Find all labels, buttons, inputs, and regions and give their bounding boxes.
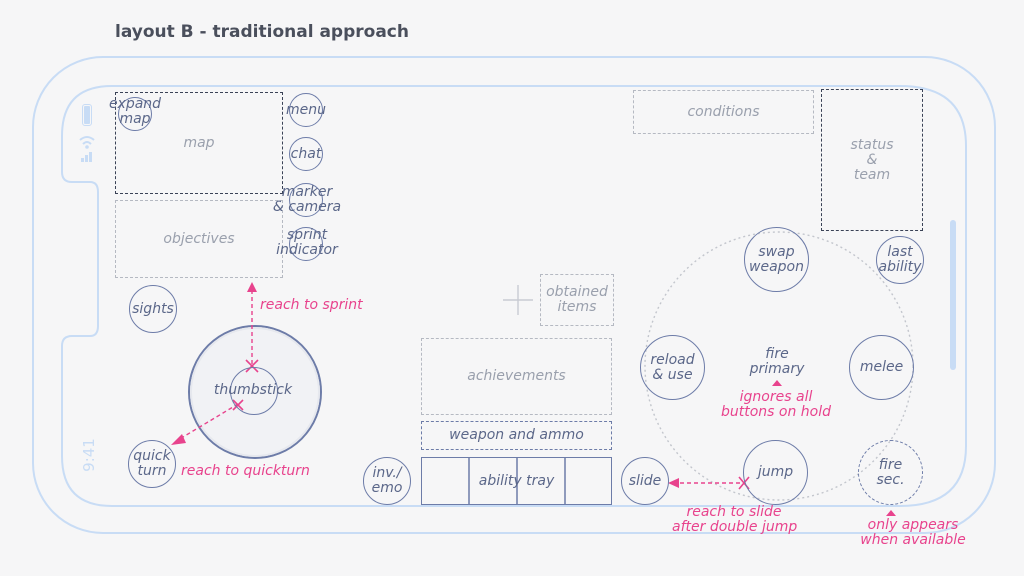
conditions-region: conditions xyxy=(633,90,814,134)
marker-camera-label: marker & camera xyxy=(272,184,342,215)
swap-weapon-button[interactable]: swap weapon xyxy=(744,227,809,292)
wifi-icon xyxy=(79,136,95,162)
fire-secondary-button[interactable]: fire sec. xyxy=(858,440,923,505)
melee-button[interactable]: melee xyxy=(849,335,914,400)
status-team-region[interactable]: status & team xyxy=(821,89,923,231)
thumbstick[interactable] xyxy=(230,367,278,415)
obtained-items-label: obtained items xyxy=(546,284,608,315)
jump-button[interactable]: jump xyxy=(743,440,808,505)
weapon-ammo-label: weapon and ammo xyxy=(449,427,584,443)
chat-button[interactable]: chat xyxy=(289,137,323,171)
reach-sprint-note: reach to sprint xyxy=(260,297,363,313)
menu-button[interactable]: menu xyxy=(286,93,326,127)
quick-turn-label: quick turn xyxy=(133,448,171,479)
inv-emo-label: inv./ emo xyxy=(371,465,403,496)
last-ability-button[interactable]: last ability xyxy=(876,236,924,284)
status-time: 9:41 xyxy=(80,438,98,472)
status-team-label: status & team xyxy=(850,136,894,183)
last-ability-label: last ability xyxy=(878,244,922,275)
achievements-label: achievements xyxy=(467,368,566,384)
thumbstick-label: thumbstick xyxy=(213,382,293,398)
map-region[interactable]: map xyxy=(115,92,283,194)
inv-emo-button[interactable]: inv./ emo xyxy=(363,457,411,505)
reach-quickturn-note: reach to quickturn xyxy=(181,463,310,479)
fire-primary-label: fire primary xyxy=(749,346,805,377)
map-label: map xyxy=(183,134,215,151)
slide-button[interactable]: slide xyxy=(621,457,669,505)
ability-tray[interactable]: ability tray xyxy=(421,457,612,505)
expand-map-label: expand map xyxy=(108,96,162,127)
chat-label: chat xyxy=(290,145,322,162)
battery-icon xyxy=(82,104,92,126)
sights-button[interactable]: sights xyxy=(129,285,177,333)
reload-use-label: reload & use xyxy=(650,351,695,383)
marker-camera-button[interactable] xyxy=(289,183,323,217)
conditions-label: conditions xyxy=(687,103,760,120)
slide-label: slide xyxy=(628,472,662,489)
objectives-label: objectives xyxy=(163,230,235,247)
only-appears-note: only appears when available xyxy=(860,517,966,548)
page-title: layout B - traditional approach xyxy=(115,22,409,42)
reach-slide-note: reach to slide after double jump xyxy=(672,504,798,535)
melee-label: melee xyxy=(859,359,904,375)
expand-map-button[interactable] xyxy=(118,97,152,131)
obtained-items-region: obtained items xyxy=(540,274,614,326)
reload-use-button[interactable]: reload & use xyxy=(640,335,705,400)
objectives-region: objectives xyxy=(115,200,283,278)
sights-label: sights xyxy=(132,300,174,317)
jump-label: jump xyxy=(757,464,794,480)
weapon-ammo-region: weapon and ammo xyxy=(421,421,612,450)
sprint-indicator-button[interactable] xyxy=(289,227,323,261)
menu-label: menu xyxy=(286,101,326,118)
achievements-region: achievements xyxy=(421,338,612,415)
swap-weapon-label: swap weapon xyxy=(749,243,804,275)
quick-turn-button[interactable]: quick turn xyxy=(128,440,176,488)
fire-secondary-label: fire sec. xyxy=(876,456,905,488)
sprint-indicator-label: sprint indicator xyxy=(276,227,338,258)
ability-tray-label: ability tray xyxy=(478,472,555,489)
ignores-buttons-note: ignores all buttons on hold xyxy=(720,389,832,420)
